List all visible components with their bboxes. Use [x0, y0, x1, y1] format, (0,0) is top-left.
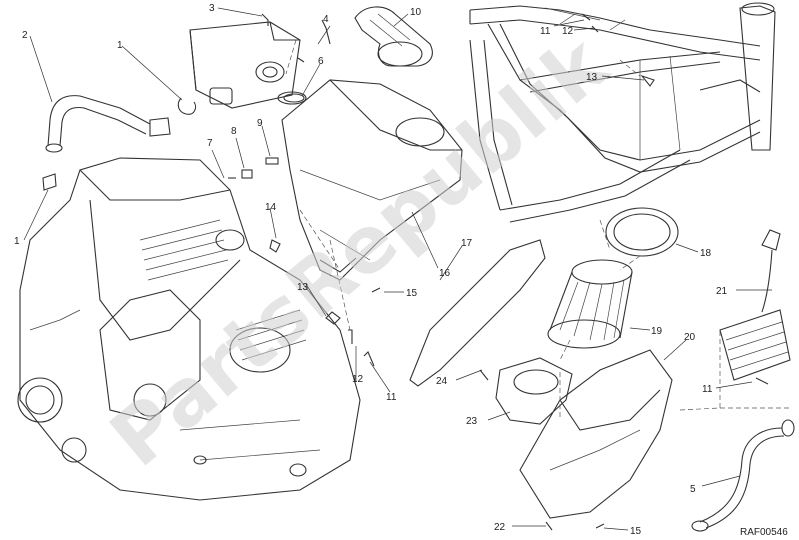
callout-16: 16 — [439, 268, 451, 279]
callout-4: 4 — [323, 14, 329, 25]
callout-9: 9 — [257, 118, 263, 129]
callout-1-upper: 1 — [117, 40, 123, 51]
watermark: PartsRepublik — [94, 19, 625, 485]
fasteners — [42, 13, 769, 531]
callout-19: 19 — [651, 326, 663, 337]
callout-12-frame: 12 — [562, 26, 574, 37]
callout-11-frame: 11 — [540, 26, 551, 37]
callout-20: 20 — [684, 332, 696, 343]
intake-duct — [354, 6, 433, 67]
callout-1-lower: 1 — [14, 236, 20, 247]
callout-21: 21 — [716, 286, 728, 297]
callout-13-frame: 13 — [586, 72, 598, 83]
callout-24: 24 — [436, 376, 448, 387]
filter-ring — [605, 207, 679, 257]
callout-22: 22 — [494, 522, 506, 533]
callout-7: 7 — [207, 138, 213, 149]
airbox-top — [189, 21, 307, 109]
hose — [691, 419, 795, 532]
callout-11-regulator: 11 — [702, 384, 713, 395]
callout-15-lower: 15 — [630, 526, 642, 537]
callout-5: 5 — [690, 484, 696, 495]
reference-code: RAF00546 — [740, 527, 788, 538]
callout-13-engine: 13 — [297, 282, 309, 293]
frame — [469, 2, 776, 223]
callout-6: 6 — [318, 56, 324, 67]
callout-15-upper: 15 — [406, 288, 418, 299]
filter-housing — [281, 79, 463, 281]
lower-filter-housing — [519, 349, 673, 519]
leader-lines — [23, 7, 772, 531]
callout-10: 10 — [410, 7, 422, 18]
callout-11-engine: 11 — [386, 392, 397, 403]
callout-2: 2 — [22, 30, 28, 41]
breather-hose — [45, 95, 171, 153]
callout-23: 23 — [466, 416, 478, 427]
voltage-regulator — [719, 229, 791, 381]
callout-17: 17 — [461, 238, 473, 249]
callouts: 1 1 2 3 4 5 6 7 8 9 10 11 11 11 12 12 13… — [14, 3, 728, 537]
callout-8: 8 — [231, 126, 237, 137]
callout-14: 14 — [265, 202, 277, 213]
intake-funnel — [495, 357, 573, 425]
callout-18: 18 — [700, 248, 712, 259]
air-filter-element — [547, 259, 633, 349]
callout-12-engine: 12 — [352, 374, 364, 385]
engine — [17, 157, 361, 501]
assembly-lines — [285, 39, 790, 420]
gasket — [409, 239, 546, 387]
watermark-text: PartsRepublik — [94, 19, 625, 485]
callout-3: 3 — [209, 3, 215, 14]
